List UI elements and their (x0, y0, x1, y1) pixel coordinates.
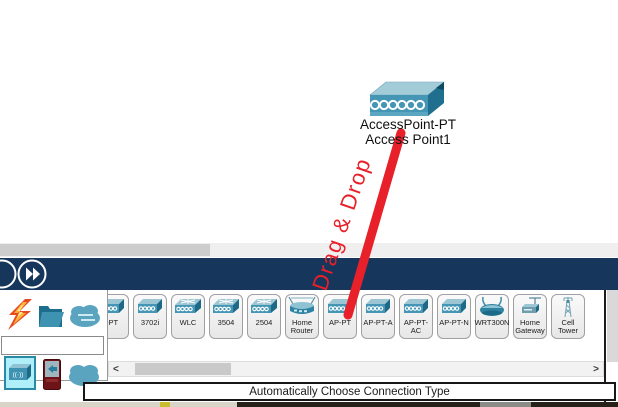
security-device-category[interactable] (43, 359, 61, 390)
device-button-home-router[interactable]: Home Router (285, 294, 319, 339)
device-button-ap-pt-ac[interactable]: AP-PT-AC (399, 294, 433, 339)
back-circle-icon[interactable] (0, 259, 17, 289)
device-button-2504[interactable]: 2504 (247, 294, 281, 339)
device-button-wrt300n[interactable]: WRT300N (475, 294, 509, 339)
device-button-lap-pt[interactable]: -PT (108, 294, 129, 339)
access-point-device-icon[interactable] (366, 78, 448, 120)
device-filter-input[interactable] (1, 336, 104, 355)
device-button-ap-pt-n[interactable]: AP-PT-N (437, 294, 471, 339)
cable-icon-sliver (160, 402, 170, 407)
device-button-wlc[interactable]: WLC (171, 294, 205, 339)
palette-scroll-left-icon[interactable]: < (113, 364, 119, 375)
device-button-3702i[interactable]: 3702i (133, 294, 167, 339)
palette-scrollbar[interactable]: < > (108, 361, 604, 377)
svg-text:((·)): ((·)) (13, 372, 24, 379)
canvas-scrollbar-thumb[interactable] (0, 244, 210, 256)
miscellaneous-folder-icon[interactable] (37, 301, 64, 330)
palette-scroll-right-icon[interactable]: > (593, 364, 599, 375)
connection-type-status-bar: Automatically Choose Connection Type (83, 382, 616, 401)
palette-scrollbar-thumb[interactable] (135, 363, 231, 375)
device-button-ap-pt[interactable]: AP-PT (323, 294, 357, 339)
device-name-label: Access Point1 (365, 132, 451, 147)
right-panel-edge (607, 290, 618, 362)
connection-type-label: Automatically Choose Connection Type (249, 385, 450, 398)
device-button-ap-pt-a[interactable]: AP-PT-A (361, 294, 395, 339)
device-category-panel: ((·)) (0, 290, 108, 390)
wan-emulation-cloud-category[interactable] (67, 361, 101, 388)
device-palette: -PT 3702i WLC 3504 2504 Home Router AP-P… (108, 292, 604, 342)
bottom-edge-strip (0, 402, 618, 407)
device-button-home-gateway[interactable]: Home Gateway (513, 294, 547, 339)
canvas-horizontal-scrollbar[interactable] (0, 243, 618, 257)
simulation-control-bar (0, 258, 618, 290)
fast-forward-circle-icon[interactable] (17, 259, 47, 289)
device-button-3504[interactable]: 3504 (209, 294, 243, 339)
wireless-devices-category[interactable]: ((·)) (4, 356, 36, 390)
palette-right-divider (604, 290, 606, 402)
wireless-devices-icon: ((·)) (9, 364, 31, 380)
workspace-canvas[interactable]: AccessPoint-PT Access Point1 (0, 0, 618, 243)
device-button-cell-tower[interactable]: Cell Tower (551, 294, 585, 339)
device-model-label: AccessPoint-PT (359, 117, 457, 132)
multiuser-cloud-icon[interactable] (68, 302, 102, 330)
connections-lightning-icon[interactable] (6, 299, 34, 331)
